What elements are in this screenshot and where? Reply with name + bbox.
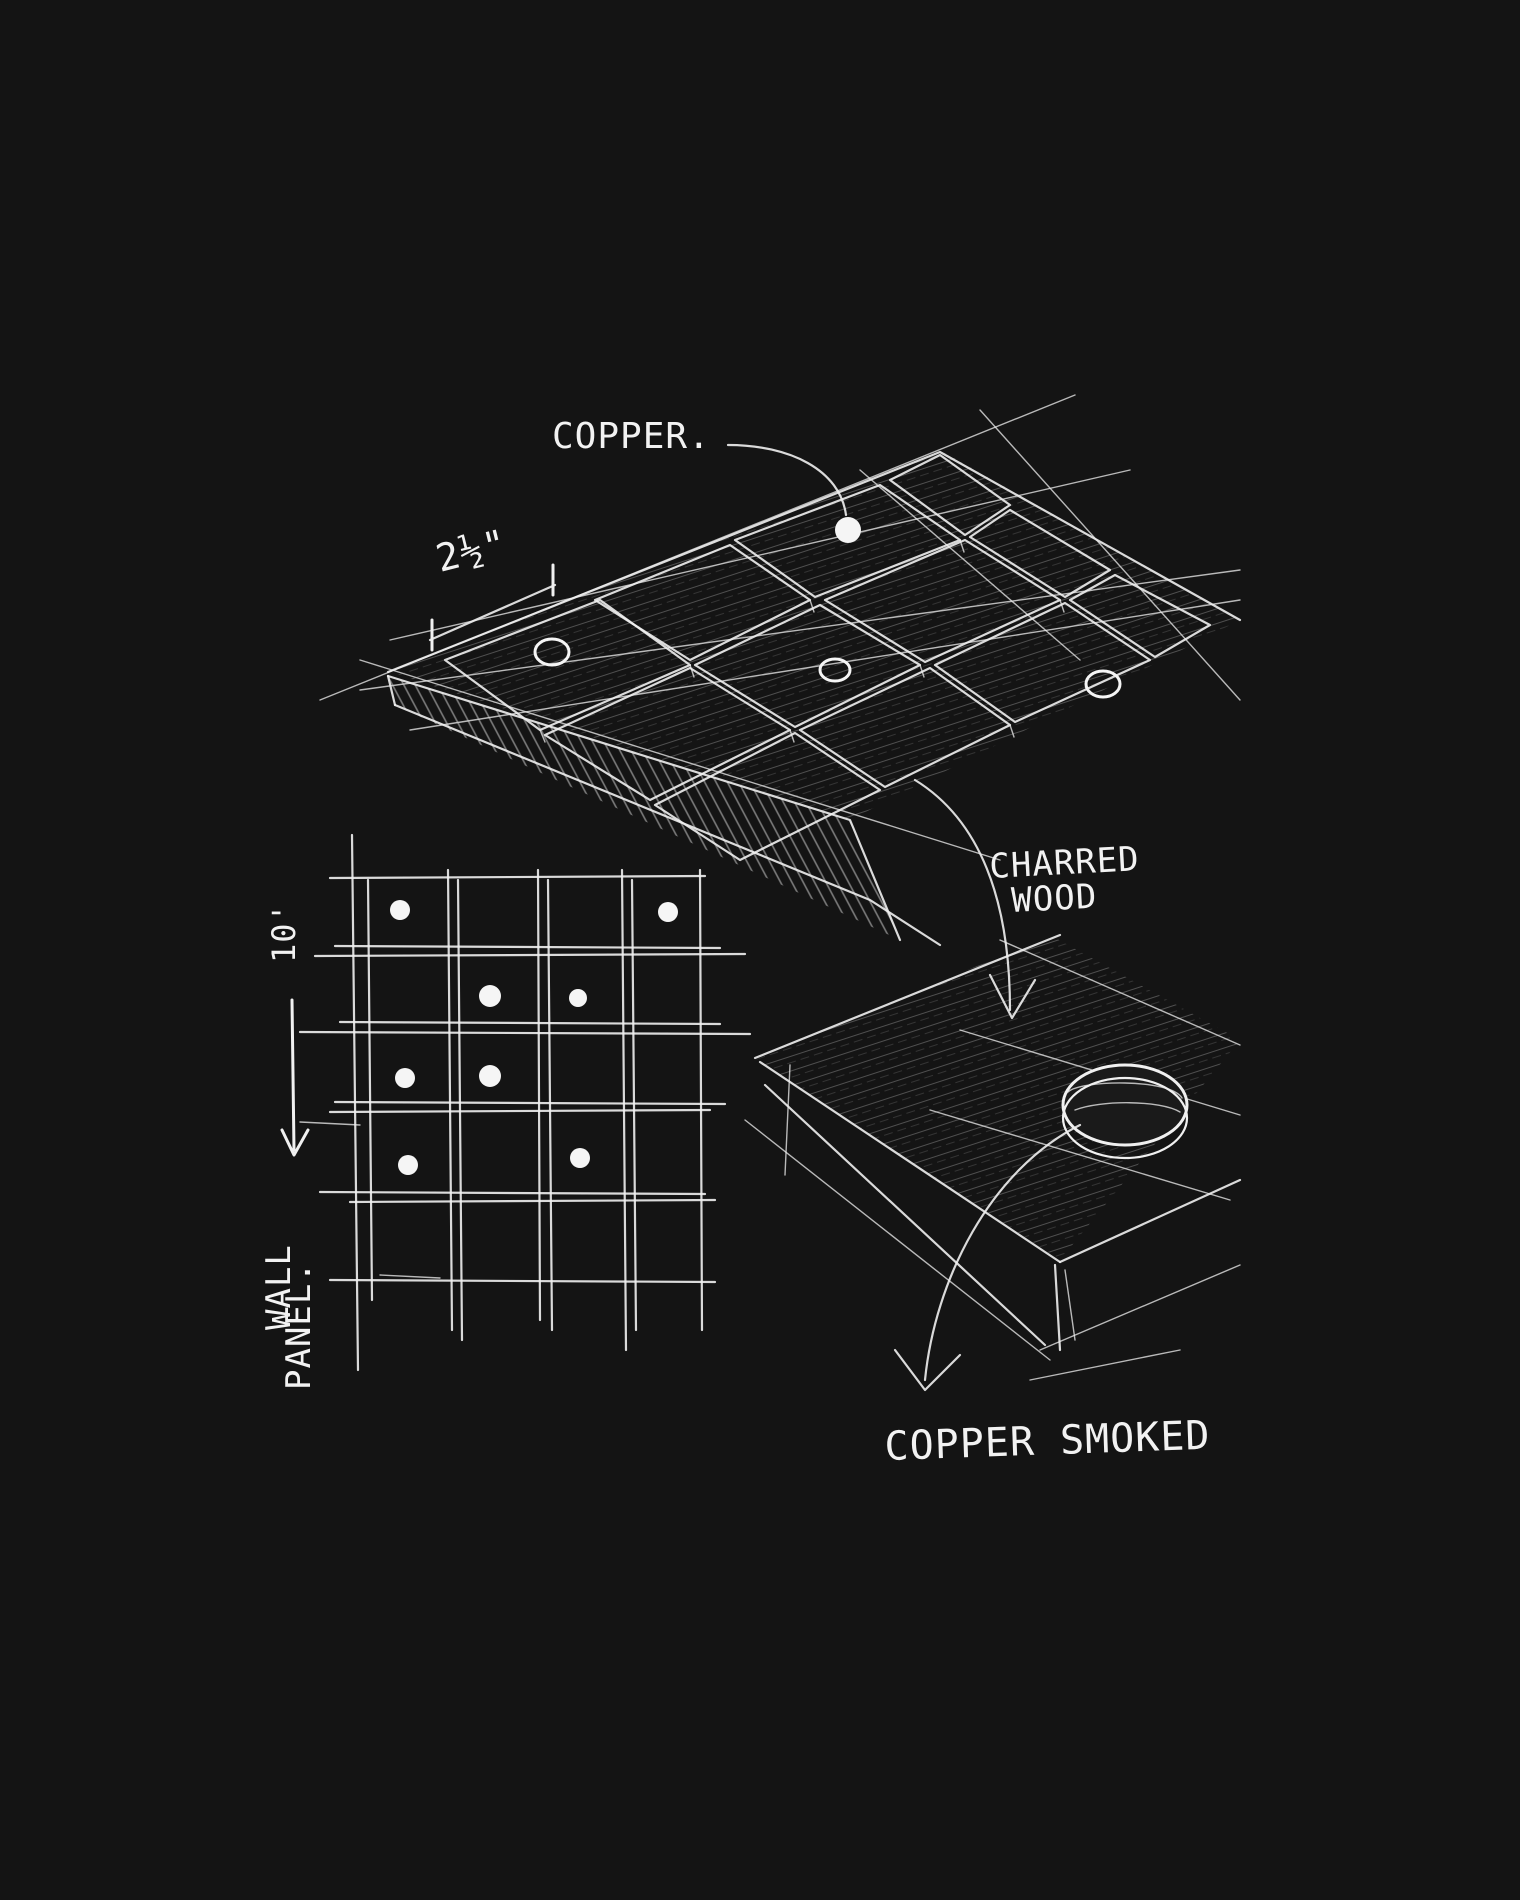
- label-charred: CHARRED: [988, 839, 1140, 887]
- wall-grid-copper-dots: [390, 900, 678, 1175]
- label-height: 10': [265, 902, 303, 963]
- copper-smoked-arrow: [893, 1123, 1082, 1392]
- label-dimension: 2½": [432, 521, 512, 581]
- label-wall: WALL: [259, 1244, 299, 1330]
- copper-inlay-ring: [818, 657, 852, 683]
- label-copper-smoked: COPPER SMOKED: [884, 1413, 1211, 1470]
- isometric-tile-panel: [319, 394, 1242, 947]
- copper-inlay-ring: [1084, 669, 1122, 699]
- height-arrow: [280, 998, 310, 1157]
- charred-wood-arrow: [913, 778, 1037, 1020]
- label-copper: COPPER.: [552, 416, 711, 457]
- charred-wood-closeup: [744, 933, 1242, 1381]
- copper-inlay-dot: [835, 517, 861, 543]
- wall-panel-grid: [298, 833, 752, 1372]
- label-panel: PANEL.: [279, 1261, 319, 1390]
- dimension-marker: [428, 563, 557, 652]
- copper-leader-line: [726, 443, 848, 517]
- copper-disk-inlay: [1061, 1063, 1189, 1160]
- copper-inlay-ring: [533, 637, 571, 667]
- tile-grid-iso: [443, 453, 1212, 862]
- label-wood: WOOD: [1010, 877, 1098, 921]
